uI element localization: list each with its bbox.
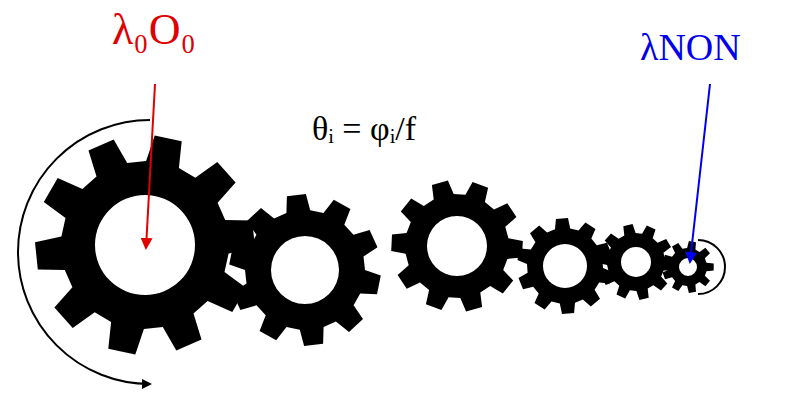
gear: [229, 194, 381, 346]
gear: [35, 135, 255, 354]
math-label: λNON: [640, 28, 741, 66]
pointer-arrow: [146, 84, 155, 248]
gear: [391, 181, 523, 312]
gears: [35, 135, 714, 354]
gear: [663, 241, 714, 293]
gear: [598, 224, 674, 300]
gear: [517, 218, 612, 314]
math-label: λ₀O₀: [112, 8, 196, 52]
math-label: θᵢ = φᵢ/f: [312, 112, 416, 146]
pointer-arrow: [690, 84, 710, 262]
rotation-arc: [698, 240, 725, 294]
rotation-arrow: [18, 120, 150, 384]
